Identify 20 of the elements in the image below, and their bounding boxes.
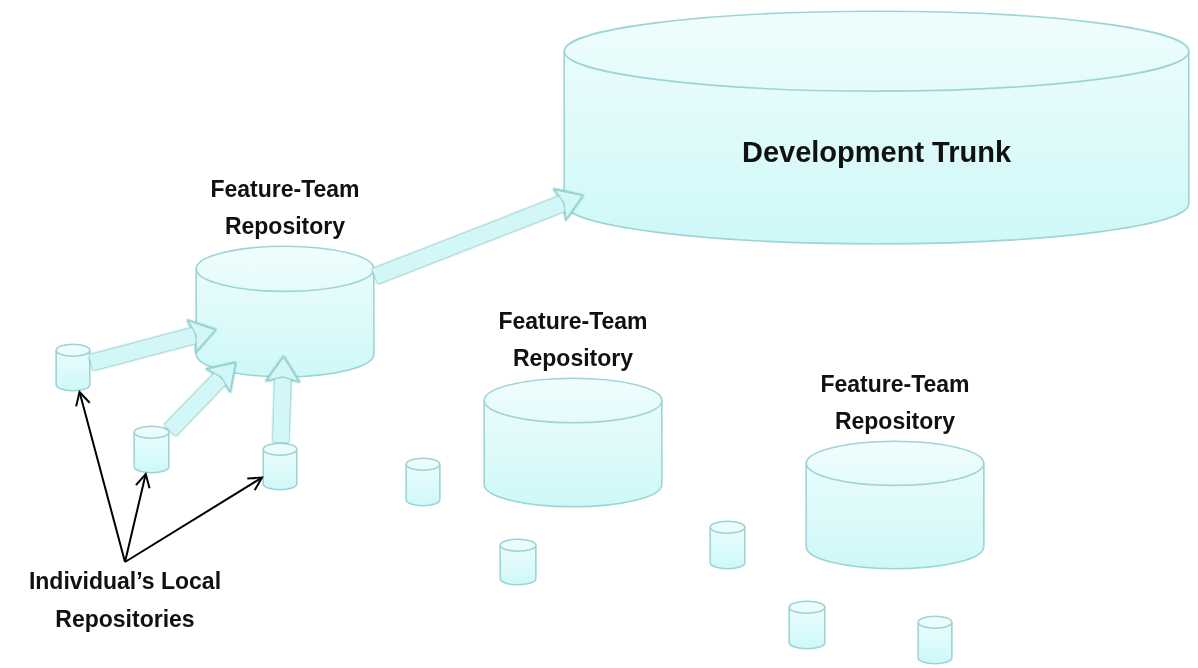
heading-label: Feature-Team Repository: [209, 175, 361, 241]
callout-label: Individual’s Local Repositories: [0, 562, 250, 638]
database-cylinder: [262, 442, 298, 491]
cylinder-label: Development Trunk: [741, 136, 1012, 169]
block-arrow: [372, 188, 584, 284]
database-cylinder: [709, 520, 746, 570]
database-cylinder: [55, 343, 91, 392]
block-arrow: [164, 362, 236, 436]
block-arrow: [88, 319, 216, 371]
database-cylinder: [499, 538, 537, 586]
leader-arrow: [124, 476, 263, 563]
database-cylinder: [917, 615, 953, 665]
database-cylinder: [133, 425, 170, 474]
block-arrow: [266, 356, 300, 443]
heading-label: Feature-Team Repository: [497, 307, 649, 373]
leader-arrow: [75, 391, 126, 563]
database-cylinder: [788, 600, 826, 650]
heading-label: Feature-Team Repository: [819, 370, 971, 436]
leader-arrow: [124, 473, 151, 563]
database-cylinder: [405, 457, 441, 507]
